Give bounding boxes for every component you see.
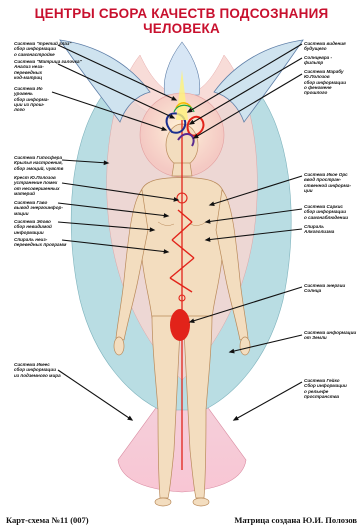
label-matrix-check: Система "Матрица галочка"Анализ неза- пе… [14,59,82,80]
footer-card-number: Карт-схема №11 (007) [6,515,89,525]
label-sun-filter: Солнцевра -фильтр [304,55,332,66]
footer-author: Матрица создана Ю.И. Полозов [234,515,357,525]
label-spiral-left: Спираль неиз-переведных программ [14,237,66,248]
label-third-eye: Система "третий глаз"сбор информации о с… [14,41,71,57]
lower-energy-sac [170,309,190,341]
arrow-geiko [234,382,302,420]
page-title: ЦЕНТРЫ СБОРА КАЧЕСТВ ПОДСОЗНАНИЯ ЧЕЛОВЕК… [0,6,363,36]
